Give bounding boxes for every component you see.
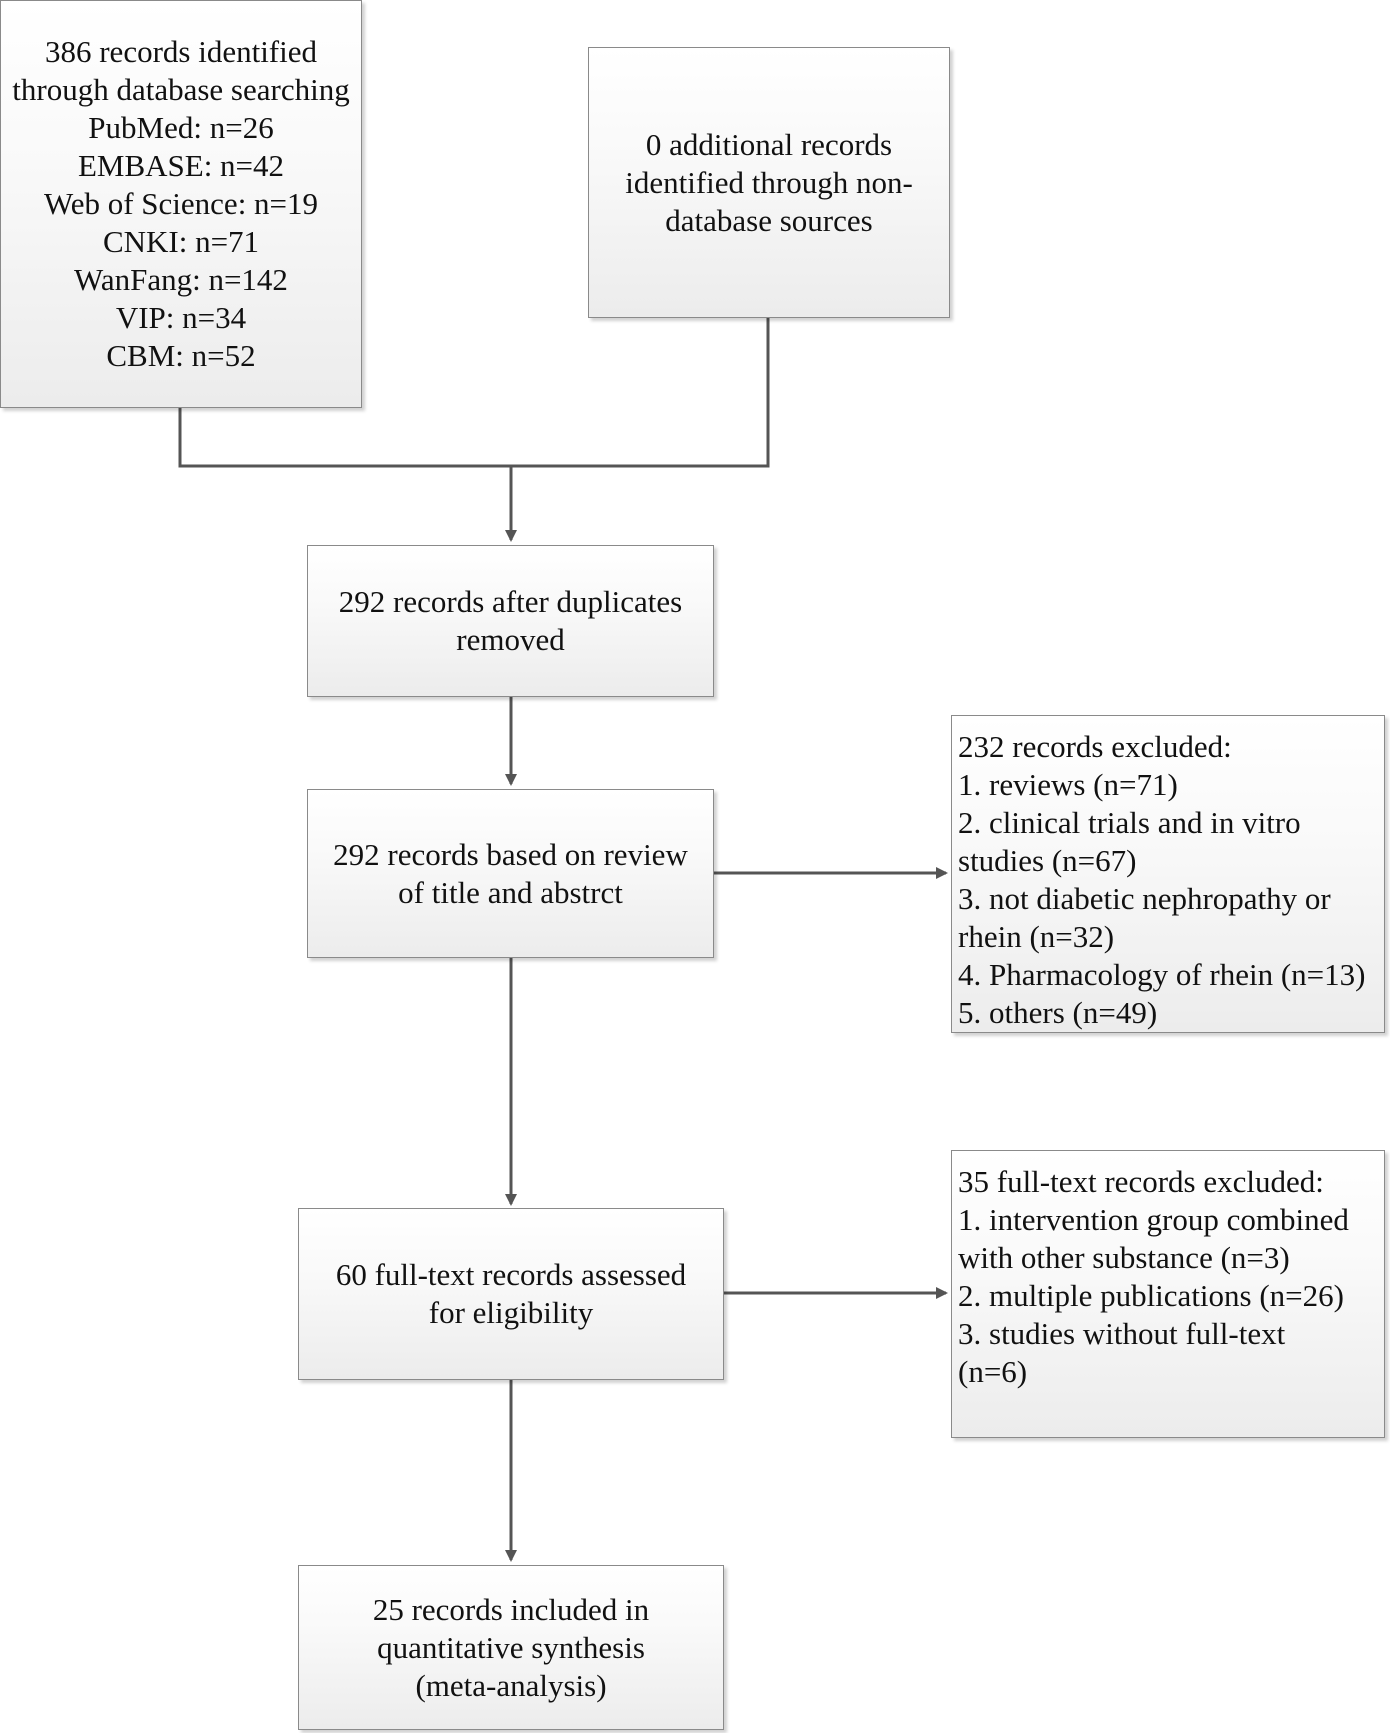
box-line: 3. not diabetic nephropathy or bbox=[958, 881, 1331, 916]
box-line: for eligibility bbox=[428, 1295, 594, 1330]
box-line: with other substance (n=3) bbox=[958, 1240, 1290, 1275]
box-line: Web of Science: n=19 bbox=[43, 186, 319, 221]
fulltext-excluded-box: 35 full-text records excluded: 1. interv… bbox=[951, 1150, 1385, 1438]
box-line: 0 additional records bbox=[645, 126, 893, 162]
screening-excluded-box: 232 records excluded: 1. reviews (n=71) … bbox=[951, 715, 1385, 1033]
other-sources-box: 0 additional records identified through … bbox=[588, 47, 950, 318]
box-line: 35 full-text records excluded: bbox=[958, 1164, 1324, 1199]
included-box: 25 records included in quantitative synt… bbox=[298, 1565, 724, 1730]
box-line: CBM: n=52 bbox=[106, 338, 256, 373]
box-line: through database searching bbox=[12, 72, 350, 107]
box-line: 4. Pharmacology of rhein (n=13) bbox=[958, 957, 1366, 992]
box-line: 1. reviews (n=71) bbox=[958, 767, 1178, 802]
box-line: database sources bbox=[665, 202, 873, 238]
box-line: 292 records based on review bbox=[333, 836, 688, 872]
box-line: (meta-analysis) bbox=[415, 1667, 607, 1703]
box-line: PubMed: n=26 bbox=[88, 110, 274, 145]
box-line: studies (n=67) bbox=[958, 843, 1137, 878]
box-line: CNKI: n=71 bbox=[102, 224, 260, 259]
box-line: 3. studies without full-text bbox=[958, 1316, 1286, 1351]
box-line: 292 records after duplicates bbox=[338, 584, 683, 619]
box-line: VIP: n=34 bbox=[115, 300, 247, 335]
box-line: 232 records excluded: bbox=[958, 729, 1232, 764]
box-line: quantitative synthesis bbox=[377, 1629, 645, 1665]
box-line: 386 records identified bbox=[44, 34, 318, 69]
database-records-box: 386 records identified through database … bbox=[0, 0, 362, 408]
box-line: 5. others (n=49) bbox=[958, 995, 1158, 1030]
eligibility-box: 60 full-text records assessed for eligib… bbox=[298, 1208, 724, 1380]
duplicates-removed-box: 292 records after duplicates removed bbox=[307, 545, 714, 697]
box-line: of title and abstrct bbox=[398, 874, 623, 910]
screening-box: 292 records based on review of title and… bbox=[307, 789, 714, 958]
box-line: WanFang: n=142 bbox=[74, 262, 288, 297]
box-line: (n=6) bbox=[958, 1354, 1028, 1389]
box-line: rhein (n=32) bbox=[958, 919, 1115, 954]
box-line: removed bbox=[456, 622, 565, 657]
box-line: identified through non- bbox=[625, 164, 913, 200]
box-line: 2. clinical trials and in vitro bbox=[958, 805, 1301, 840]
merge-connector bbox=[178, 318, 770, 468]
box-line: EMBASE: n=42 bbox=[77, 148, 285, 183]
box-line: 1. intervention group combined bbox=[958, 1202, 1349, 1237]
box-line: 25 records included in bbox=[372, 1591, 650, 1627]
box-line: 60 full-text records assessed bbox=[335, 1257, 687, 1292]
box-line: 2. multiple publications (n=26) bbox=[958, 1278, 1344, 1313]
